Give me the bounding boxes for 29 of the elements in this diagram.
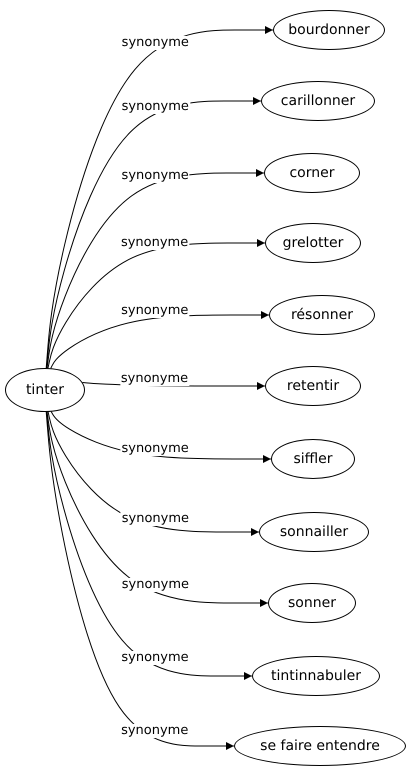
edge-label: synonyme — [120, 304, 190, 318]
word-ellipse: corner — [264, 153, 360, 193]
arrow — [46, 412, 234, 750]
word-ellipse: tinter — [5, 368, 85, 412]
word-ellipse: se faire entendre — [234, 726, 406, 766]
arrow — [46, 411, 252, 680]
arrow — [46, 26, 274, 368]
word-ellipse: sonnailler — [259, 512, 369, 552]
word-ellipse: sonner — [268, 583, 356, 623]
word-ellipse: grelotter — [265, 223, 361, 263]
edge-label: synonyme — [120, 169, 190, 184]
edge-label: synonyme — [120, 724, 190, 738]
edge-label: synonyme — [120, 651, 190, 666]
edge-label: synonyme — [120, 372, 190, 386]
arrow — [46, 169, 264, 369]
word-ellipse: tintinnabuler — [252, 656, 380, 696]
edge-label: synonyme — [120, 100, 190, 114]
edge-label: synonyme — [120, 512, 190, 526]
edge-label: synonyme — [120, 236, 190, 250]
arrow — [46, 411, 268, 607]
edge-label: synonyme — [120, 36, 190, 50]
word-ellipse: résonner — [269, 295, 375, 335]
word-ellipse: carillonner — [261, 81, 375, 121]
edge-label: synonyme — [120, 442, 190, 456]
word-ellipse: bourdonner — [273, 10, 385, 50]
word-ellipse: siffler — [271, 439, 355, 479]
word-ellipse: retentir — [265, 366, 361, 406]
edge-label: synonyme — [120, 578, 190, 592]
arrow — [46, 97, 262, 369]
